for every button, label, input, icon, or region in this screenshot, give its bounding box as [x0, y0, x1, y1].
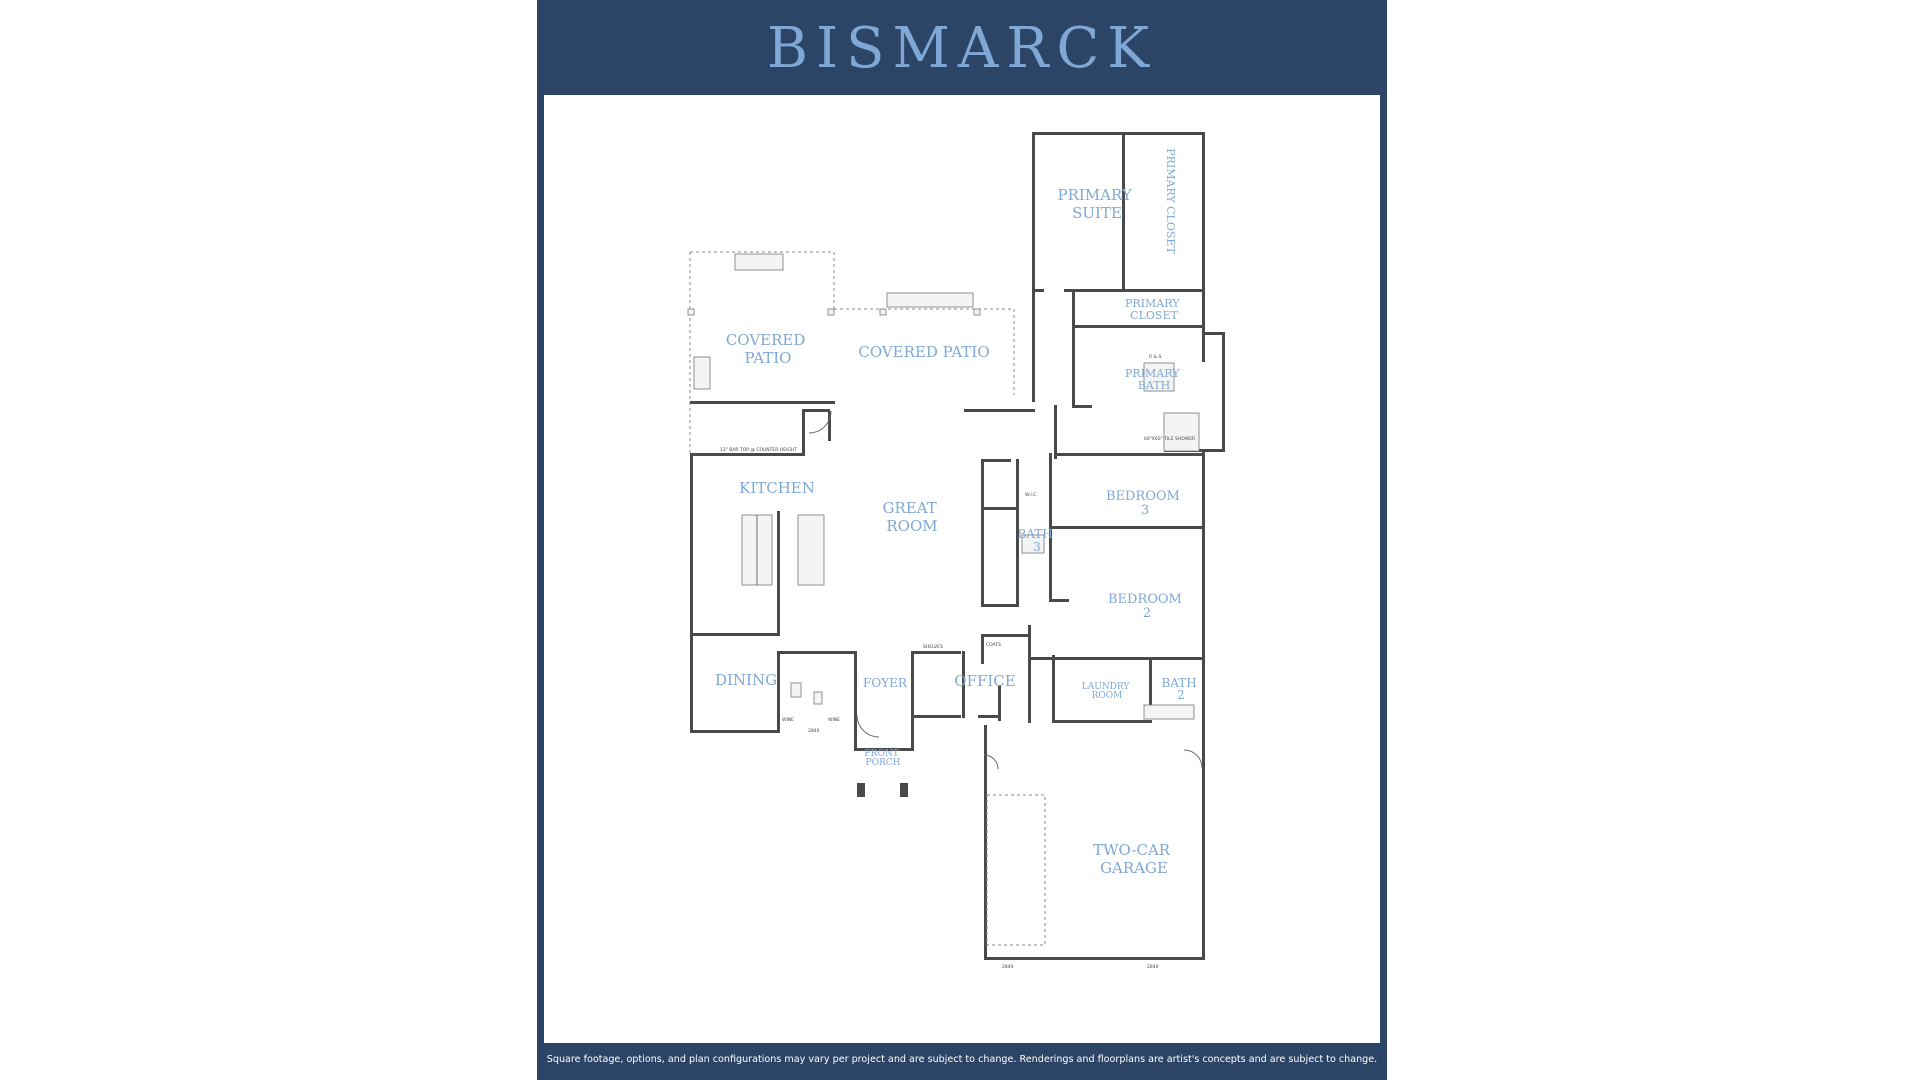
label-covered-patio-left: COVERED PATIO — [726, 331, 810, 367]
wic-label: W.I.C — [1025, 492, 1036, 498]
coats-label: COATS — [986, 642, 1001, 648]
label-office: OFFICE — [954, 672, 1015, 690]
dining-door-size: 2840 — [808, 728, 820, 734]
shelves-label: SHELVES — [923, 644, 943, 650]
shower-label: 60"X60" TILE SHOWER — [1144, 436, 1195, 442]
rs-label: R & S — [1149, 354, 1161, 360]
label-dining: DINING — [715, 671, 777, 689]
plan-annotations: 12" BAR TOP @ COUNTER HEIGHT W.I.C R & S… — [720, 354, 1195, 970]
label-kitchen: KITCHEN — [739, 479, 815, 497]
label-two-car-garage: TWO-CAR GARAGE — [1093, 841, 1175, 877]
label-bath-3: BATH 3 — [1017, 527, 1056, 554]
label-bedroom-2: BEDROOM 2 — [1108, 592, 1186, 621]
floor-plan-drawing: 12" BAR TOP @ COUNTER HEIGHT W.I.C R & S… — [687, 132, 1225, 970]
garage-door-a: 2840 — [1002, 964, 1014, 970]
label-front-porch: FRONT PORCH — [864, 749, 901, 768]
label-primary-suite: PRIMARY SUITE — [1057, 186, 1136, 222]
label-covered-patio-main: COVERED PATIO — [858, 343, 989, 361]
footer-disclaimer: Square footage, options, and plan config… — [546, 1054, 1378, 1065]
label-bedroom-3: BEDROOM 3 — [1106, 489, 1184, 518]
plan-title: BISMARCK — [766, 16, 1158, 81]
label-laundry-room: LAUNDRY ROOM — [1082, 682, 1132, 701]
fixtures — [741, 362, 1203, 946]
label-bath-2: BATH 2 — [1161, 676, 1200, 702]
floor-plan-frame: 12" BAR TOP @ COUNTER HEIGHT W.I.C R & S… — [544, 95, 1380, 1043]
room-labels: PRIMARY SUITE PRIMARY CLOSET PRIMARY CLO… — [715, 148, 1200, 877]
garage-door-b: 2840 — [1147, 964, 1159, 970]
label-primary-closet: PRIMARY CLOSET — [1125, 297, 1183, 322]
wine-label-left: WINE — [782, 717, 794, 723]
plan-sheet: BISMARCK — [537, 0, 1387, 1080]
label-great-room: GREAT ROOM — [882, 499, 941, 535]
covered-patio-outline — [687, 251, 1015, 453]
label-primary-closet-vertical: PRIMARY CLOSET — [1164, 148, 1177, 254]
label-primary-bath: PRIMARY BATH — [1125, 367, 1183, 392]
interior-walls — [690, 132, 1205, 723]
label-foyer: FOYER — [863, 676, 908, 690]
bar-top-note: 12" BAR TOP @ COUNTER HEIGHT — [720, 447, 797, 453]
wine-label-right: WINE — [828, 717, 840, 723]
